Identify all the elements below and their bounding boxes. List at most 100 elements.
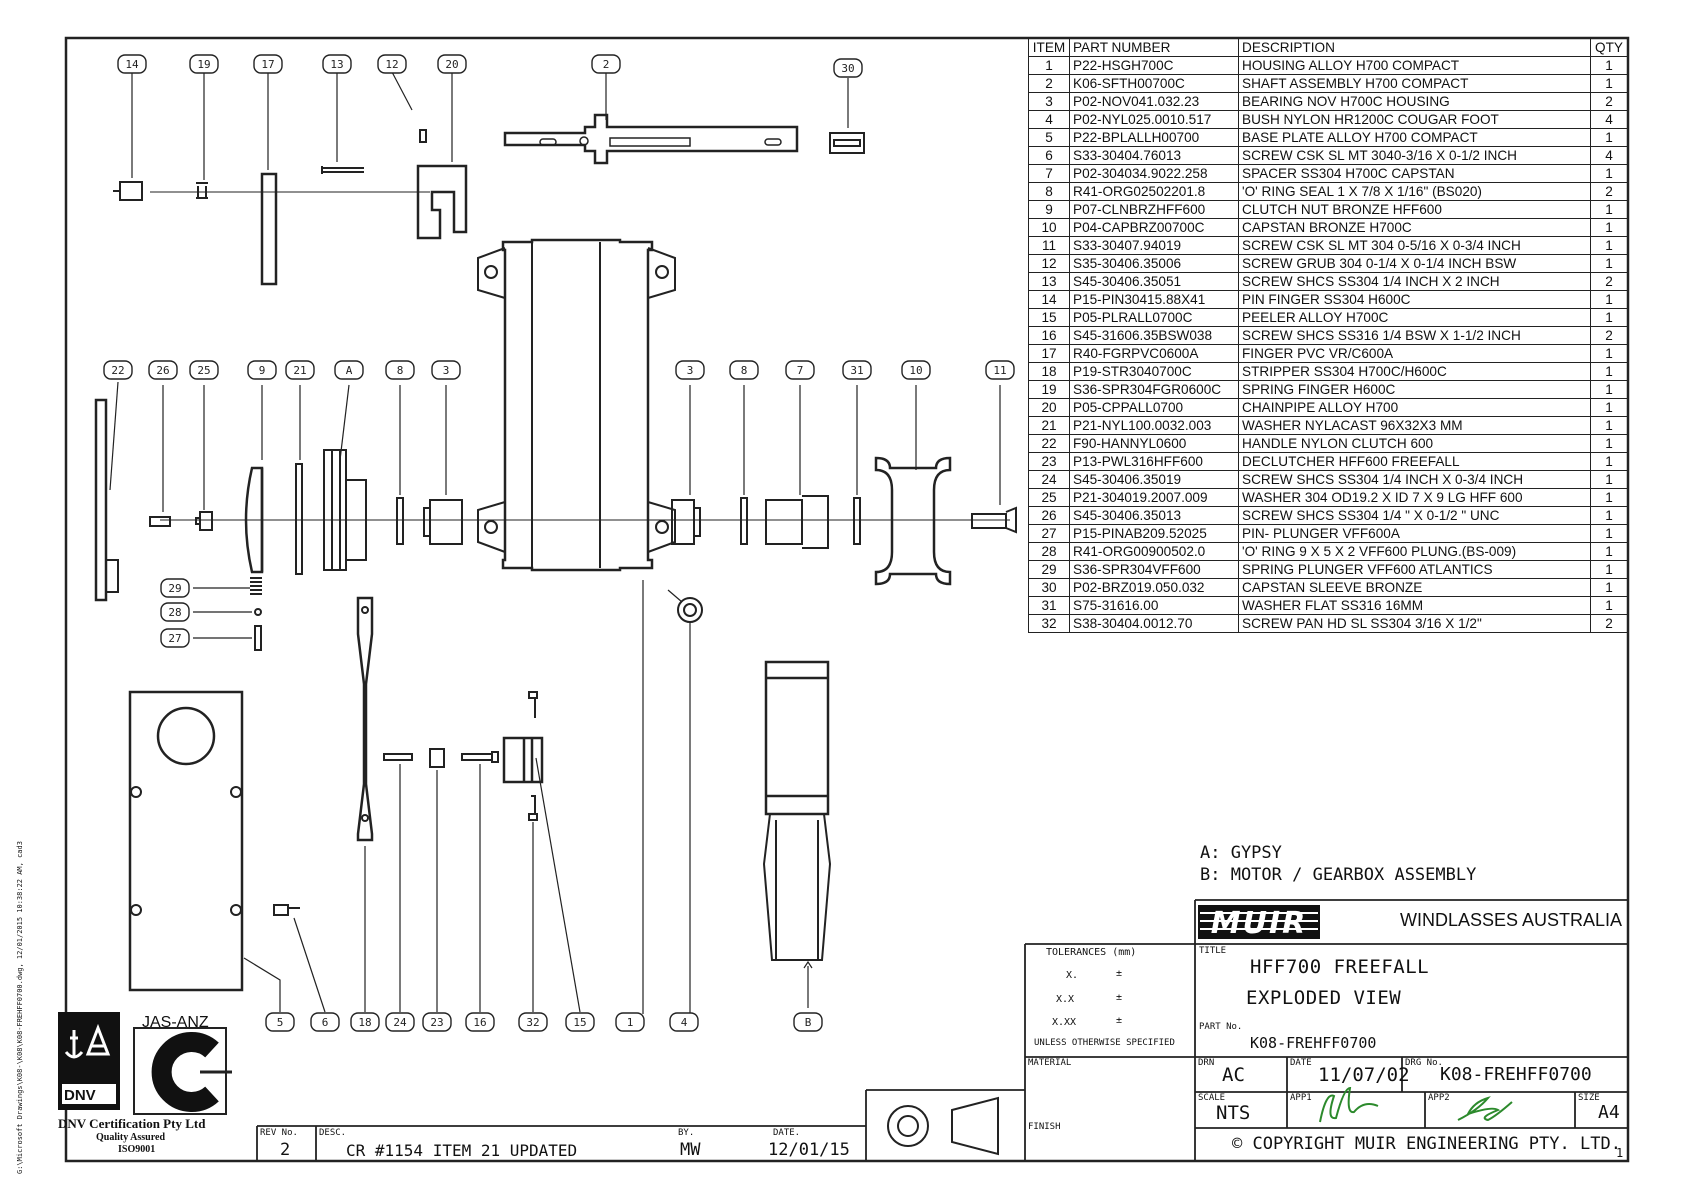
bom-qty: 1 <box>1590 560 1628 579</box>
bom-item: 23 <box>1028 452 1070 471</box>
bom-header-row: ITEM PART NUMBER DESCRIPTION QTY <box>1028 38 1628 57</box>
callout-label-c29: 29 <box>168 582 181 595</box>
bom-description: HANDLE NYLON CLUTCH 600 <box>1238 434 1591 453</box>
date-label: DATE <box>1290 1058 1312 1068</box>
bom-qty: 1 <box>1590 218 1628 237</box>
bom-description: SCREW SHCS SS304 1/4 INCH X 2 INCH <box>1238 272 1591 291</box>
bom-description: WASHER FLAT SS316 16MM <box>1238 596 1591 615</box>
bom-qty: 1 <box>1590 416 1628 435</box>
legend: A: GYPSY B: MOTOR / GEARBOX ASSEMBLY <box>1200 842 1476 886</box>
callout-bubble-c11 <box>985 360 1015 380</box>
bom-qty: 1 <box>1590 164 1628 183</box>
screw-16-part <box>461 751 499 763</box>
bom-item: 19 <box>1028 380 1070 399</box>
tol-xxx-pm: ± <box>1116 1015 1123 1026</box>
screw-32-top-part <box>528 691 538 718</box>
dnv-label: DNV <box>64 1087 96 1104</box>
bom-item: 10 <box>1028 218 1070 237</box>
tolerances-label: TOLERANCES (mm) <box>1046 947 1137 958</box>
bom-item: 14 <box>1028 290 1070 309</box>
spring-plunger-part <box>250 577 262 595</box>
scale-label: SCALE <box>1198 1093 1226 1103</box>
bom-part-number: S36-SPR304FGR0600C <box>1069 380 1239 399</box>
bom-qty: 4 <box>1590 110 1628 129</box>
muir-logo-text: muir <box>1211 906 1307 941</box>
callout-label-c12: 12 <box>385 58 398 71</box>
bom-qty: 1 <box>1590 308 1628 327</box>
material-label: MATERIAL <box>1028 1058 1072 1068</box>
callout-label-c11: 11 <box>993 364 1006 377</box>
cert-company: DNV Certification Pty Ltd <box>58 1116 206 1131</box>
bom-item: 20 <box>1028 398 1070 417</box>
cert-qa: Quality Assured <box>96 1132 165 1143</box>
callout-bubble-c10 <box>901 360 931 380</box>
rev-label: REV No. <box>260 1128 298 1138</box>
callout-label-c4: 4 <box>681 1016 688 1029</box>
callout-bubble-c28 <box>160 602 190 622</box>
tol-x: X. <box>1066 970 1079 981</box>
bom-qty: 2 <box>1590 92 1628 111</box>
bom-item: 13 <box>1028 272 1070 291</box>
part-no-label: PART No. <box>1199 1022 1243 1032</box>
bearing-left-part <box>423 499 463 545</box>
plunger-pin-part <box>254 625 262 651</box>
bom-part-number: R40-FGRPVC0600A <box>1069 344 1239 363</box>
bom-item: 28 <box>1028 542 1070 561</box>
callout-bubble-c12 <box>377 54 407 74</box>
size-label: SIZE <box>1578 1093 1600 1103</box>
motor-gearbox-part <box>764 660 830 816</box>
bom-part-number: P02-NOV041.032.23 <box>1069 92 1239 111</box>
bom-item: 26 <box>1028 506 1070 525</box>
shaft-assembly-part <box>503 113 799 165</box>
bom-description: BUSH NYLON HR1200C COUGAR FOOT <box>1238 110 1591 129</box>
bom-description: CAPSTAN BRONZE H700C <box>1238 218 1591 237</box>
callout-bubble-c19 <box>189 54 219 74</box>
callout-bubble-c7 <box>785 360 815 380</box>
jas-anz-label: JAS-ANZ <box>142 1014 209 1031</box>
bom-part-number: P21-304019.2007.009 <box>1069 488 1239 507</box>
bom-qty: 1 <box>1590 74 1628 93</box>
bom-qty: 1 <box>1590 236 1628 255</box>
callout-label-c32: 32 <box>526 1016 539 1029</box>
bom-description: WASHER NYLACAST 96X32X3 MM <box>1238 416 1591 435</box>
bom-item: 9 <box>1028 200 1070 219</box>
drawing-title-line1: HFF700 FREEFALL <box>1250 956 1430 978</box>
callout-bubble-c27 <box>160 628 190 648</box>
callout-label-c15: 15 <box>573 1016 586 1029</box>
callout-bubble-cB <box>793 1012 823 1032</box>
bom-item: 4 <box>1028 110 1070 129</box>
bom-qty: 2 <box>1590 326 1628 345</box>
bom-part-number: P13-PWL316HFF600 <box>1069 452 1239 471</box>
screw-26-part <box>149 516 171 527</box>
callout-bubble-c25 <box>189 360 219 380</box>
bom-part-number: P02-NYL025.0010.517 <box>1069 110 1239 129</box>
drg-no-value: K08-FREHFF0700 <box>1440 1064 1592 1085</box>
app2-label: APP2 <box>1428 1093 1450 1103</box>
bom-description: 'O' RING SEAL 1 X 7/8 X 1/16" (BS020) <box>1238 182 1591 201</box>
spacer-part <box>765 495 829 549</box>
callout-label-c9: 9 <box>259 364 266 377</box>
tol-x-pm: ± <box>1116 968 1123 979</box>
bom-item: 15 <box>1028 308 1070 327</box>
bom-header-description: DESCRIPTION <box>1238 38 1591 57</box>
drawing-title-line2: EXPLODED VIEW <box>1246 987 1402 1009</box>
callout-label-c8a: 8 <box>397 364 404 377</box>
bom-description: SPACER SS304 H700C CAPSTAN <box>1238 164 1591 183</box>
rev-value: 2 <box>280 1140 291 1160</box>
bom-part-number: P05-CPPALL0700 <box>1069 398 1239 417</box>
bom-description: SCREW PAN HD SL SS304 3/16 X 1/2" <box>1238 614 1591 633</box>
callout-bubble-c21 <box>285 360 315 380</box>
bom-item: 27 <box>1028 524 1070 543</box>
screw-24-part <box>383 753 413 761</box>
bom-description: STRIPPER SS304 H700C/H600C <box>1238 362 1591 381</box>
